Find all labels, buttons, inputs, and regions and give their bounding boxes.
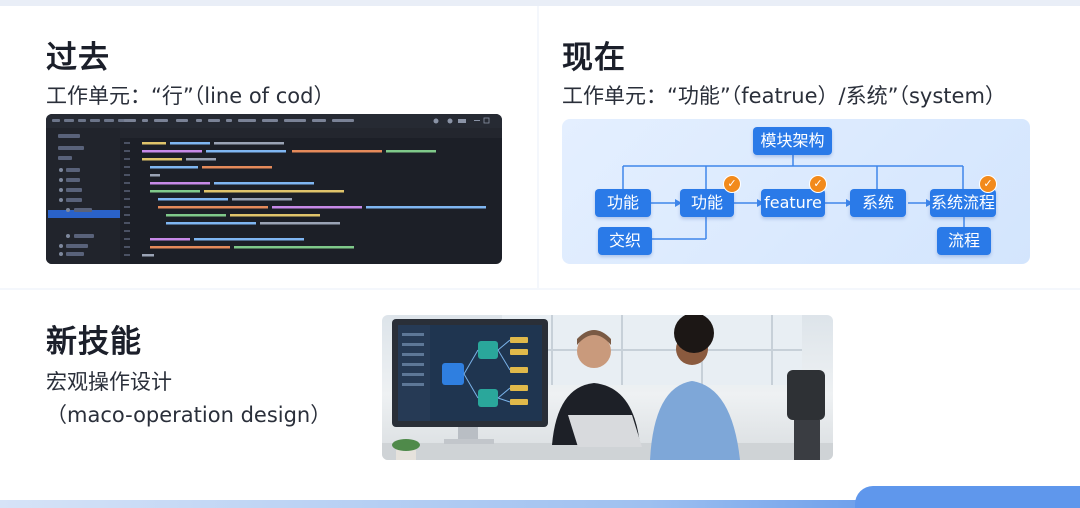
node-system[interactable]: 系统 — [850, 189, 906, 217]
node-module-architecture[interactable]: 模块架构 — [753, 127, 832, 155]
bottom-corner-decoration — [855, 486, 1080, 508]
office-scene-image — [382, 315, 833, 460]
now-title: 现在 — [562, 40, 626, 76]
editor-file-tree — [46, 128, 120, 264]
editor-tab-bar — [120, 128, 502, 138]
skill-title: 新技能 — [46, 324, 142, 360]
workflow-diagram: 模块架构 功能 功能 feature 系统 系统流程 交织 流程 ✓ ✓ ✓ — [562, 119, 1030, 264]
node-system-flow[interactable]: 系统流程 — [930, 189, 996, 217]
node-feature[interactable]: feature — [761, 189, 825, 217]
past-subtitle: 工作单元：“行”（line of cod） — [46, 84, 335, 108]
past-title: 过去 — [46, 40, 110, 76]
top-strip — [0, 0, 1080, 6]
skill-subtitle-line2: （maco-operation design） — [46, 403, 332, 427]
code-lines — [124, 142, 486, 257]
editor-selected-file[interactable] — [48, 210, 120, 218]
node-function-1[interactable]: 功能 — [595, 189, 651, 217]
check-badge-icon: ✓ — [979, 175, 997, 193]
skill-subtitle-line1: 宏观操作设计 — [46, 370, 172, 394]
node-function-2[interactable]: 功能 — [680, 189, 734, 217]
check-badge-icon: ✓ — [723, 175, 741, 193]
bottom-decoration — [0, 500, 1080, 508]
node-interweave[interactable]: 交织 — [598, 227, 652, 255]
team-design-photo — [382, 315, 833, 460]
diagram-connectors — [622, 155, 965, 240]
editor-toolbar — [124, 117, 374, 125]
check-badge-icon: ✓ — [809, 175, 827, 193]
node-flow[interactable]: 流程 — [937, 227, 991, 255]
file-tree-items — [58, 134, 94, 256]
code-editor-screenshot — [46, 114, 502, 264]
window-controls-icon — [433, 117, 490, 124]
editor-menu-bar — [52, 117, 142, 125]
now-subtitle: 工作单元：“功能”（featrue）/系统”（system） — [562, 84, 1006, 108]
